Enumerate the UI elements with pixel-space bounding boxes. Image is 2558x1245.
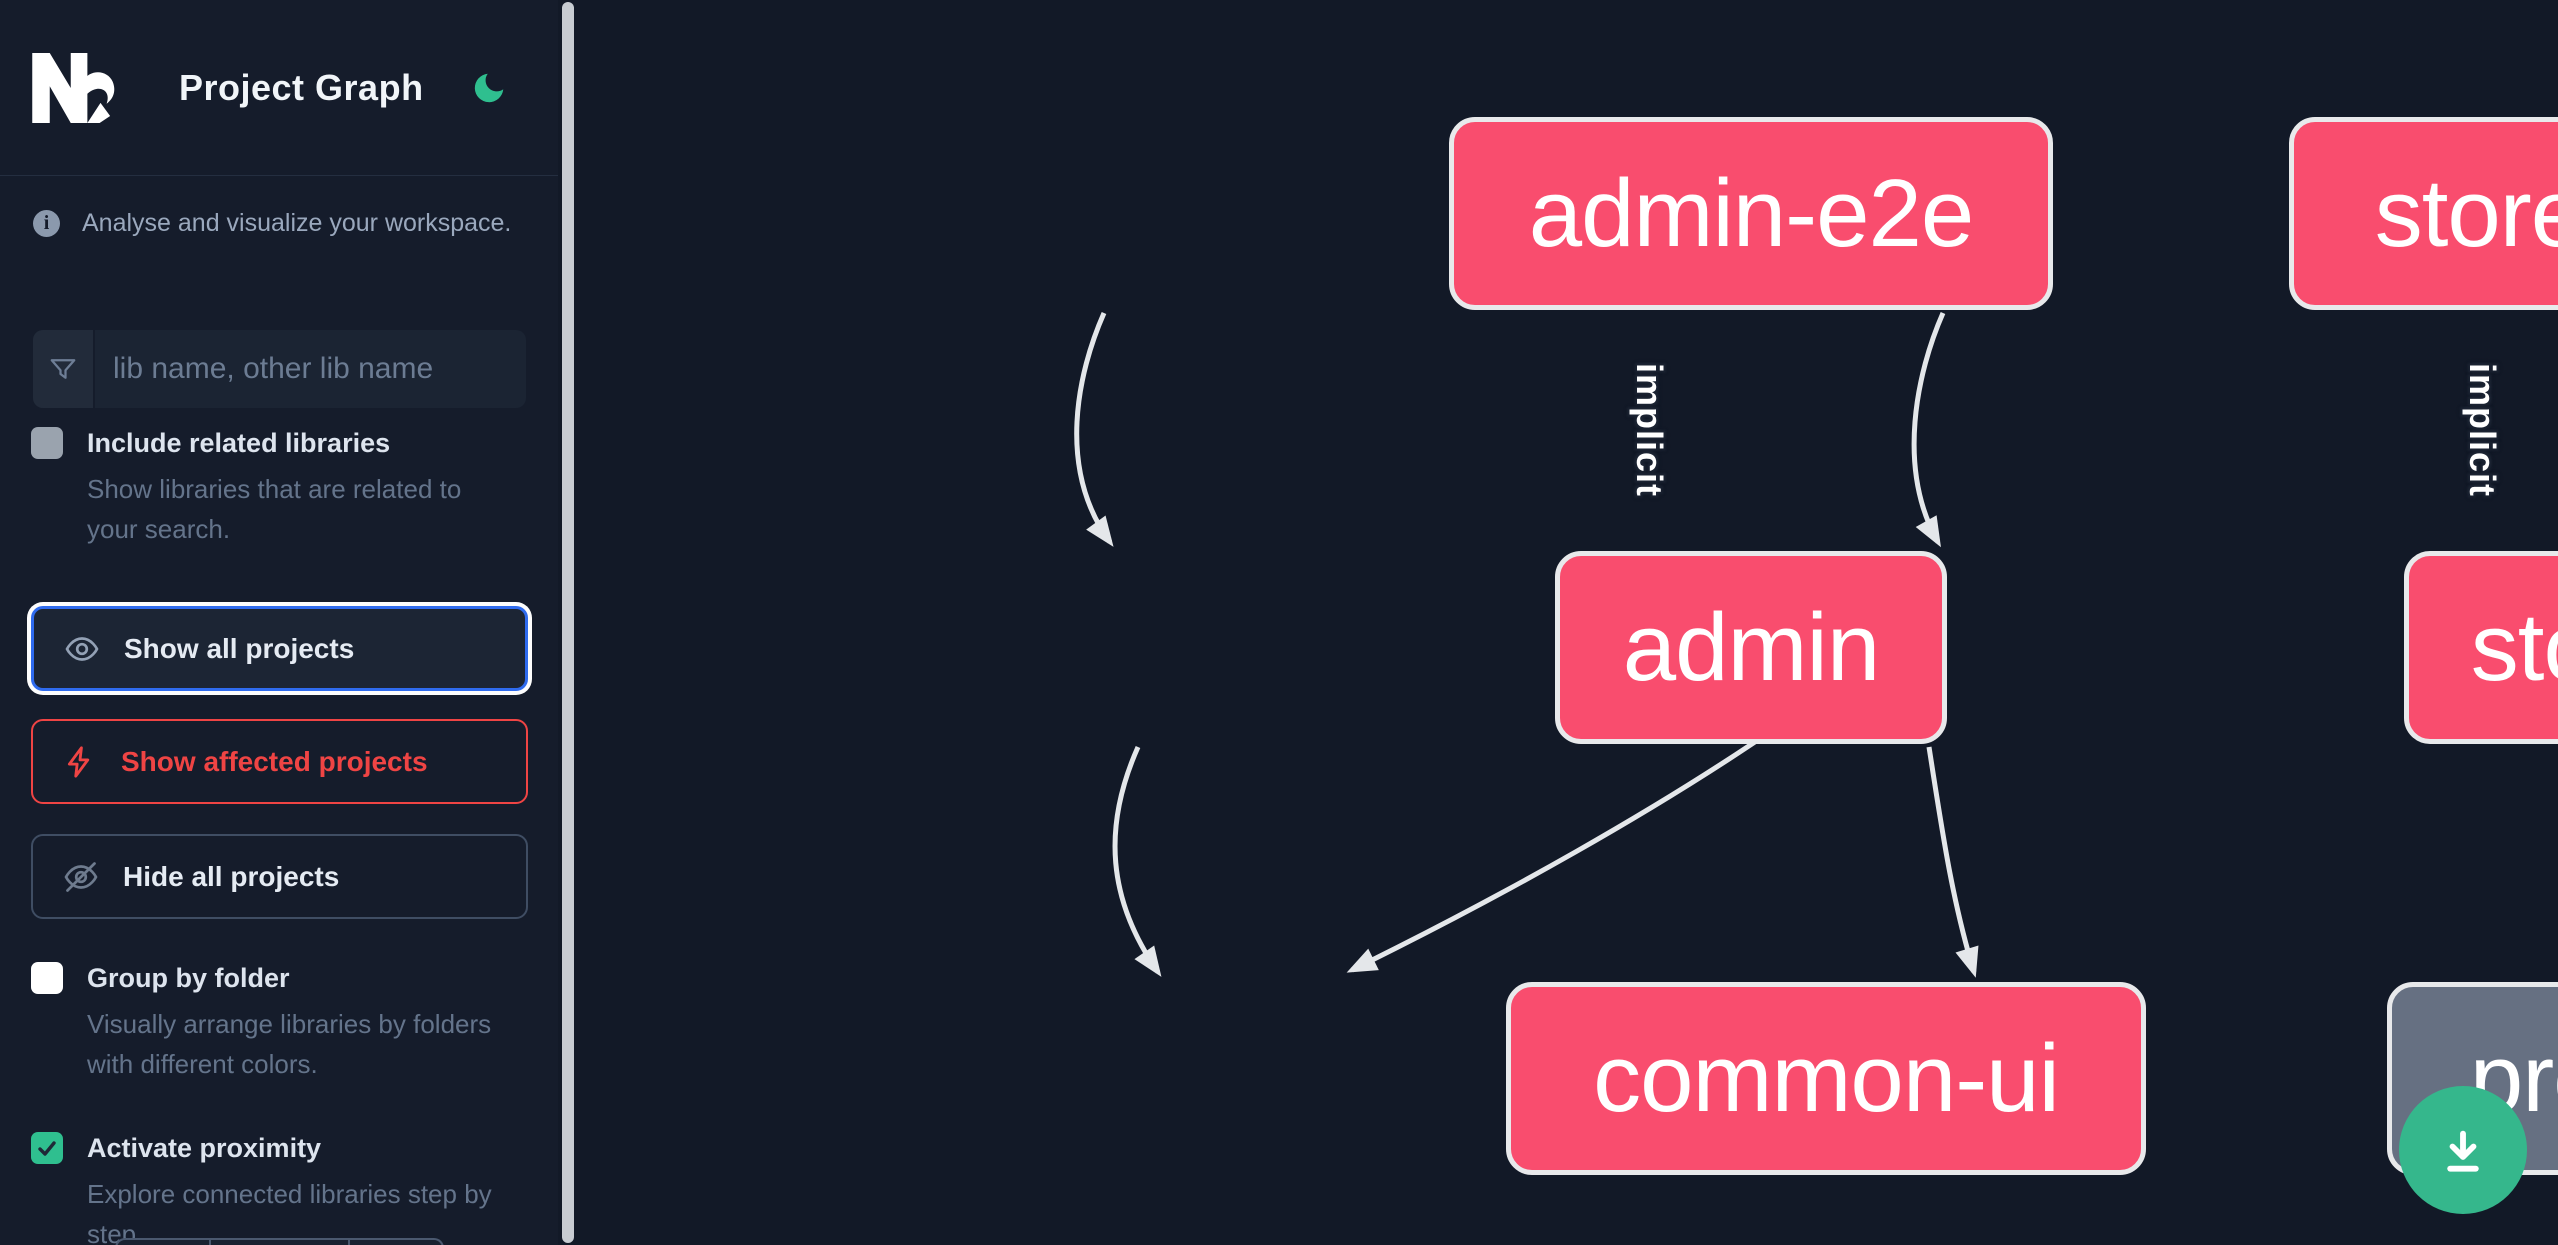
filter-funnel-icon <box>33 330 95 408</box>
sidebar-scrollbar[interactable] <box>562 2 574 1243</box>
theme-toggle-moon-icon[interactable] <box>470 69 508 107</box>
show-affected-projects-button[interactable]: Show affected projects <box>31 719 528 804</box>
button-label: Hide all projects <box>123 860 340 892</box>
checkbox-label: Activate proximity <box>87 1133 322 1163</box>
checkbox-label: Include related libraries <box>87 428 391 458</box>
stepper-value <box>211 1240 350 1245</box>
sidebar: Project Graph i Analyse and visualize yo… <box>0 0 558 1245</box>
hide-all-projects-button[interactable]: Hide all projects <box>31 834 528 919</box>
activate-proximity-row: Activate proximity Explore connected lib… <box>31 1130 528 1245</box>
group-by-folder-row: Group by folder Visually arrange librari… <box>31 960 528 1084</box>
edge-store-products <box>1926 746 1979 978</box>
checkbox-description: Show libraries that are related to your … <box>87 474 462 544</box>
download-icon <box>2447 1130 2479 1172</box>
nx-logo <box>32 52 115 123</box>
stepper-increment[interactable] <box>350 1240 440 1245</box>
info-icon: i <box>33 210 60 237</box>
include-related-checkbox[interactable] <box>31 427 63 459</box>
proximity-stepper[interactable] <box>115 1238 444 1245</box>
check-icon <box>38 1141 56 1156</box>
checkbox-description: Visually arrange libraries by folders wi… <box>87 1009 492 1079</box>
download-graph-button[interactable] <box>2399 1086 2527 1214</box>
button-label: Show all projects <box>124 632 355 664</box>
eye-off-icon <box>64 861 98 892</box>
edge-admin-common-ui <box>1112 745 1162 977</box>
sidebar-header: Project Graph <box>0 0 558 176</box>
button-label: Show affected projects <box>121 745 428 777</box>
stepper-decrement[interactable] <box>117 1240 211 1245</box>
edge-admin-e2e-admin <box>1074 311 1114 547</box>
edge-label-implicit: implicit <box>2462 362 2503 498</box>
page-title: Project Graph <box>179 66 424 108</box>
node-store-e2e[interactable]: store-e2e <box>2289 117 2558 310</box>
tagline-row: i Analyse and visualize your workspace. <box>33 209 528 238</box>
graph-canvas[interactable]: implicit implicit admin-e2e store-e2e ad… <box>576 0 2558 1245</box>
checkbox-description: Explore connected libraries step by step… <box>87 1179 492 1245</box>
search-box <box>33 330 526 408</box>
show-all-projects-button[interactable]: Show all projects <box>31 606 528 691</box>
include-related-row: Include related libraries Show libraries… <box>31 425 528 549</box>
edge-label-implicit: implicit <box>1629 362 1670 498</box>
node-admin-e2e[interactable]: admin-e2e <box>1449 117 2053 310</box>
node-common-ui[interactable]: common-ui <box>1506 982 2146 1175</box>
search-input[interactable] <box>95 330 526 408</box>
node-store[interactable]: store <box>2404 551 2558 744</box>
activate-proximity-checkbox[interactable] <box>31 1132 63 1164</box>
group-by-folder-checkbox[interactable] <box>31 962 63 994</box>
node-admin[interactable]: admin <box>1555 551 1947 744</box>
bolt-icon <box>67 745 90 778</box>
node-products[interactable]: products <box>2387 982 2558 1175</box>
checkbox-label: Group by folder <box>87 963 290 993</box>
edge-store-e2e-store <box>1911 311 1946 548</box>
eye-icon <box>65 636 99 661</box>
tagline-text: Analyse and visualize your workspace. <box>82 209 512 237</box>
